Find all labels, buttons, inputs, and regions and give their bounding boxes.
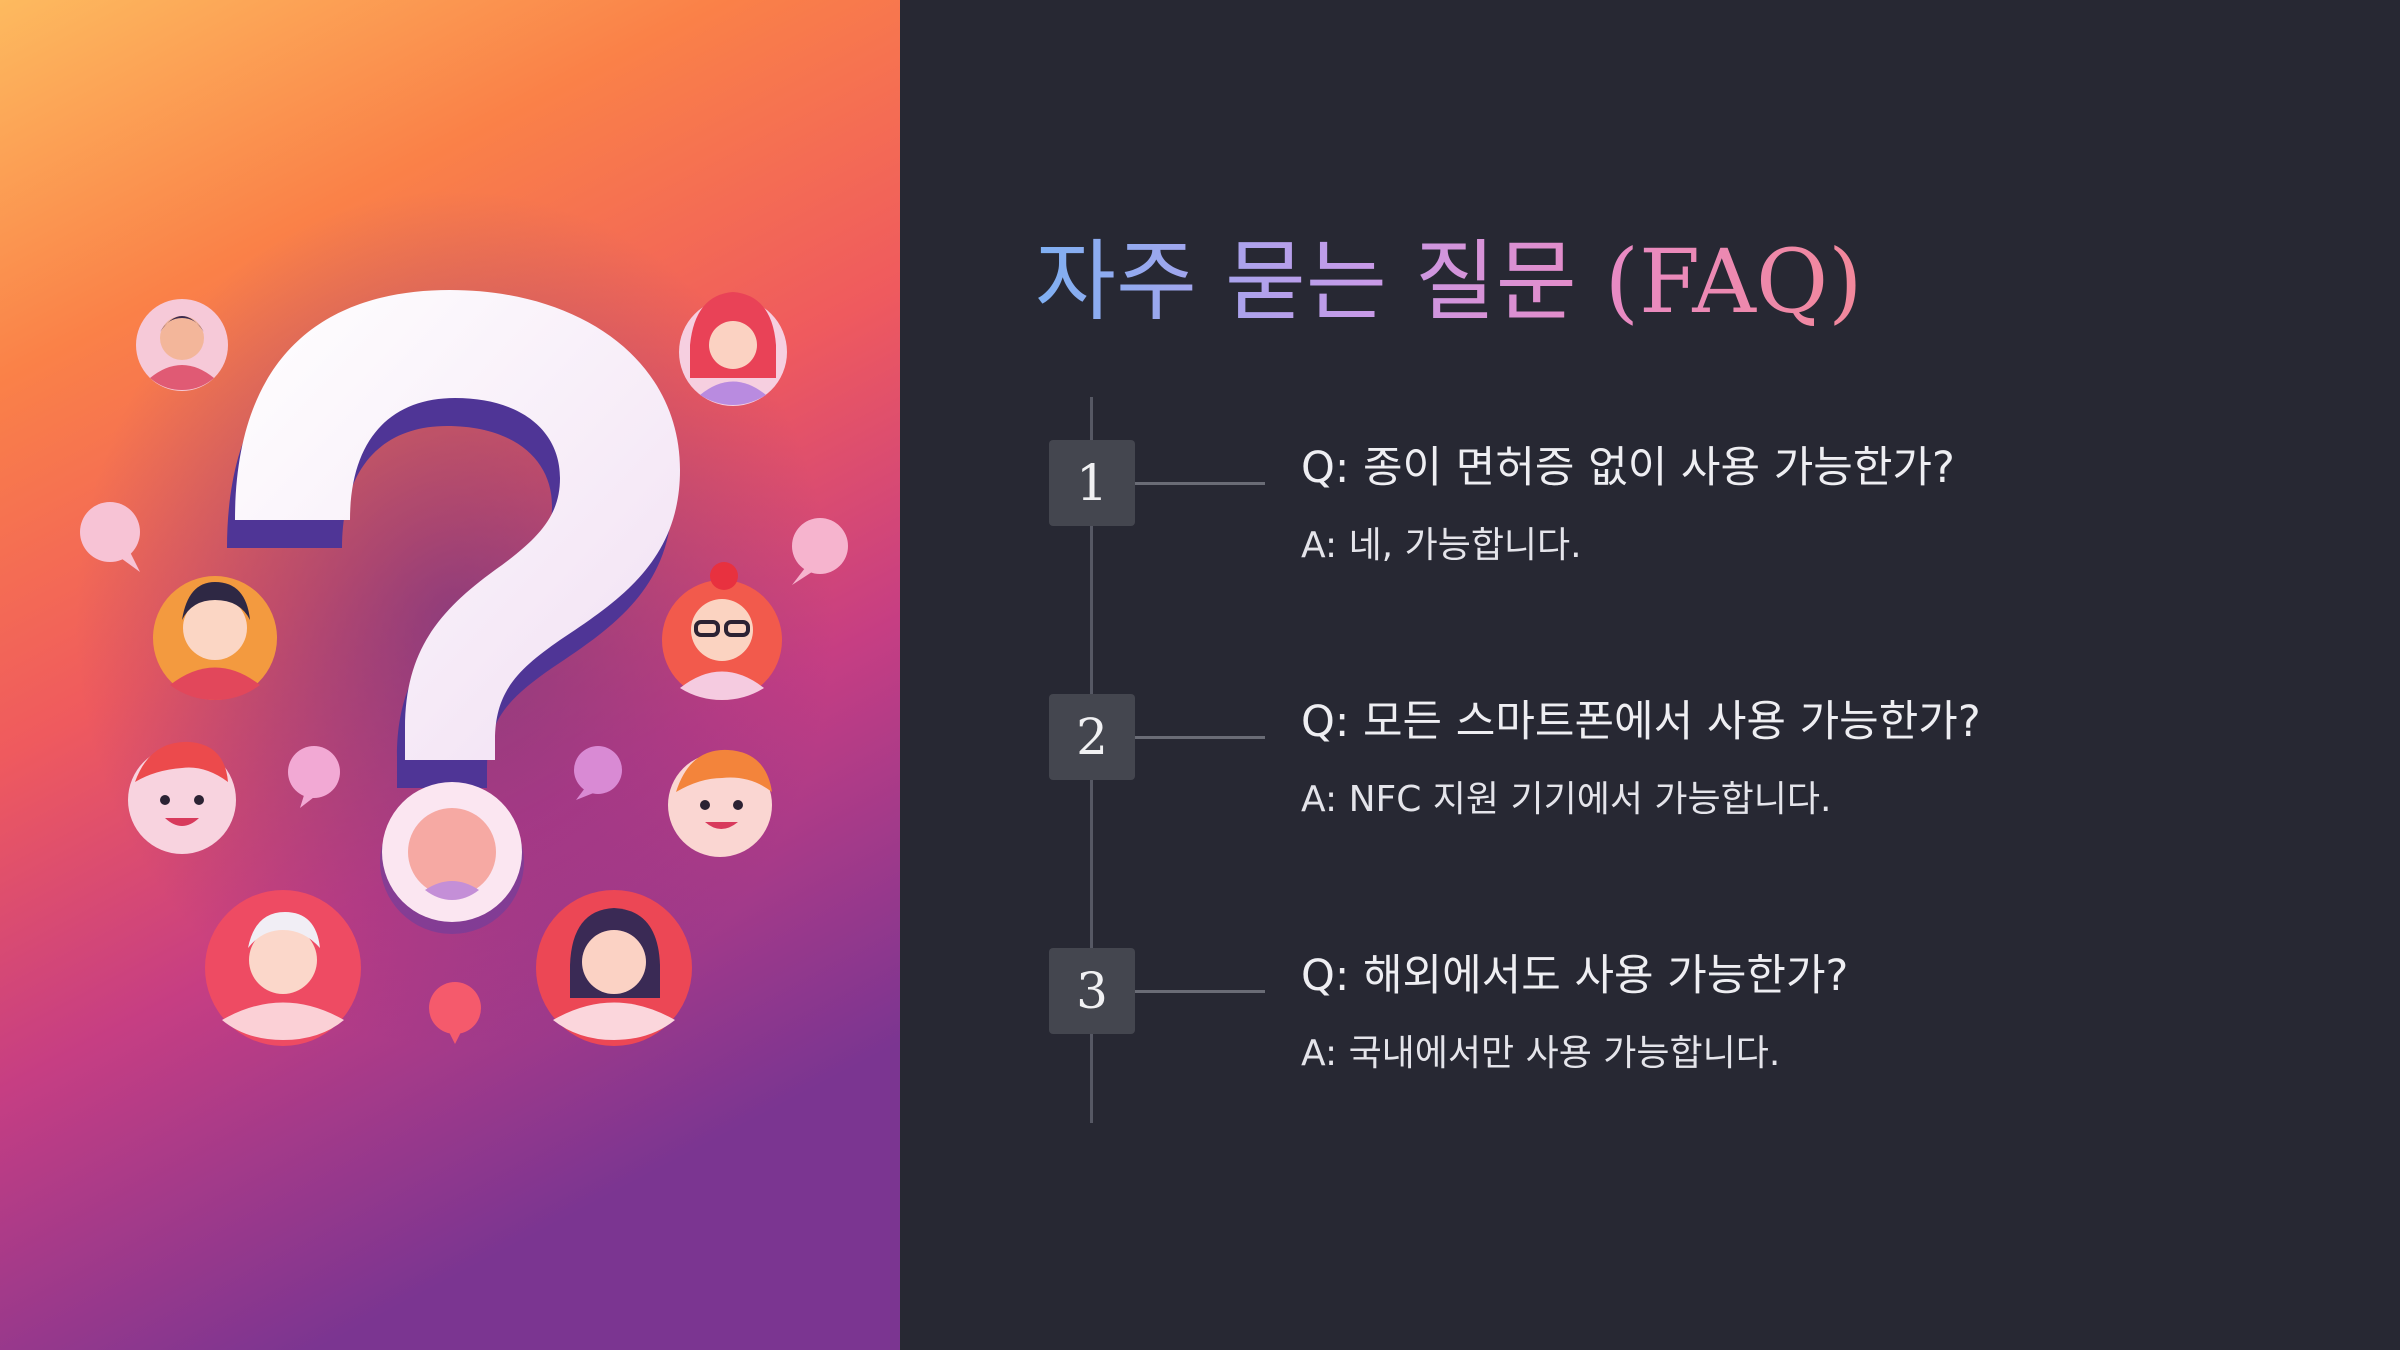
faq-question: Q: 모든 스마트폰에서 사용 가능한가? bbox=[1301, 697, 1981, 747]
avatar-icon bbox=[128, 741, 236, 854]
timeline-connector bbox=[1135, 482, 1265, 485]
faq-number-badge: 2 bbox=[1049, 694, 1135, 780]
speech-bubble-icon bbox=[429, 982, 481, 1044]
avatar-icon bbox=[408, 808, 496, 900]
faq-answer: A: 국내에서만 사용 가능합니다. bbox=[1301, 1033, 1781, 1074]
faq-illustration bbox=[0, 0, 900, 1350]
faq-number-badge: 3 bbox=[1049, 948, 1135, 1034]
avatar-icon bbox=[679, 292, 787, 406]
timeline-connector bbox=[1135, 990, 1265, 993]
avatar-icon bbox=[136, 299, 228, 391]
faq-panel: 자주 묻는 질문 (FAQ) 1 Q: 종이 면허증 없이 사용 가능한가? A… bbox=[900, 0, 2400, 1350]
faq-item: 3 Q: 해외에서도 사용 가능한가? A: 국내에서만 사용 가능합니다. bbox=[900, 948, 2400, 1128]
speech-bubble-icon bbox=[574, 746, 622, 800]
avatar-icon bbox=[668, 749, 772, 857]
faq-answer: A: NFC 지원 기기에서 가능합니다. bbox=[1301, 779, 1832, 820]
timeline-connector bbox=[1135, 736, 1265, 739]
avatar-icon bbox=[536, 890, 692, 1046]
speech-bubble-icon bbox=[80, 502, 140, 572]
faq-question: Q: 해외에서도 사용 가능한가? bbox=[1301, 951, 1849, 1001]
avatar-icon bbox=[205, 890, 361, 1046]
avatar-icon bbox=[153, 576, 277, 700]
faq-item: 2 Q: 모든 스마트폰에서 사용 가능한가? A: NFC 지원 기기에서 가… bbox=[900, 694, 2400, 874]
faq-number-badge: 1 bbox=[1049, 440, 1135, 526]
speech-bubble-icon bbox=[792, 518, 848, 585]
faq-question: Q: 종이 면허증 없이 사용 가능한가? bbox=[1301, 443, 1955, 493]
faq-illustration-graphic bbox=[0, 0, 900, 1350]
faq-answer: A: 네, 가능합니다. bbox=[1301, 525, 1582, 566]
page-title: 자주 묻는 질문 (FAQ) bbox=[1035, 222, 1862, 342]
avatar-icon bbox=[662, 562, 782, 700]
faq-item: 1 Q: 종이 면허증 없이 사용 가능한가? A: 네, 가능합니다. bbox=[900, 440, 2400, 620]
speech-bubble-icon bbox=[288, 746, 340, 808]
